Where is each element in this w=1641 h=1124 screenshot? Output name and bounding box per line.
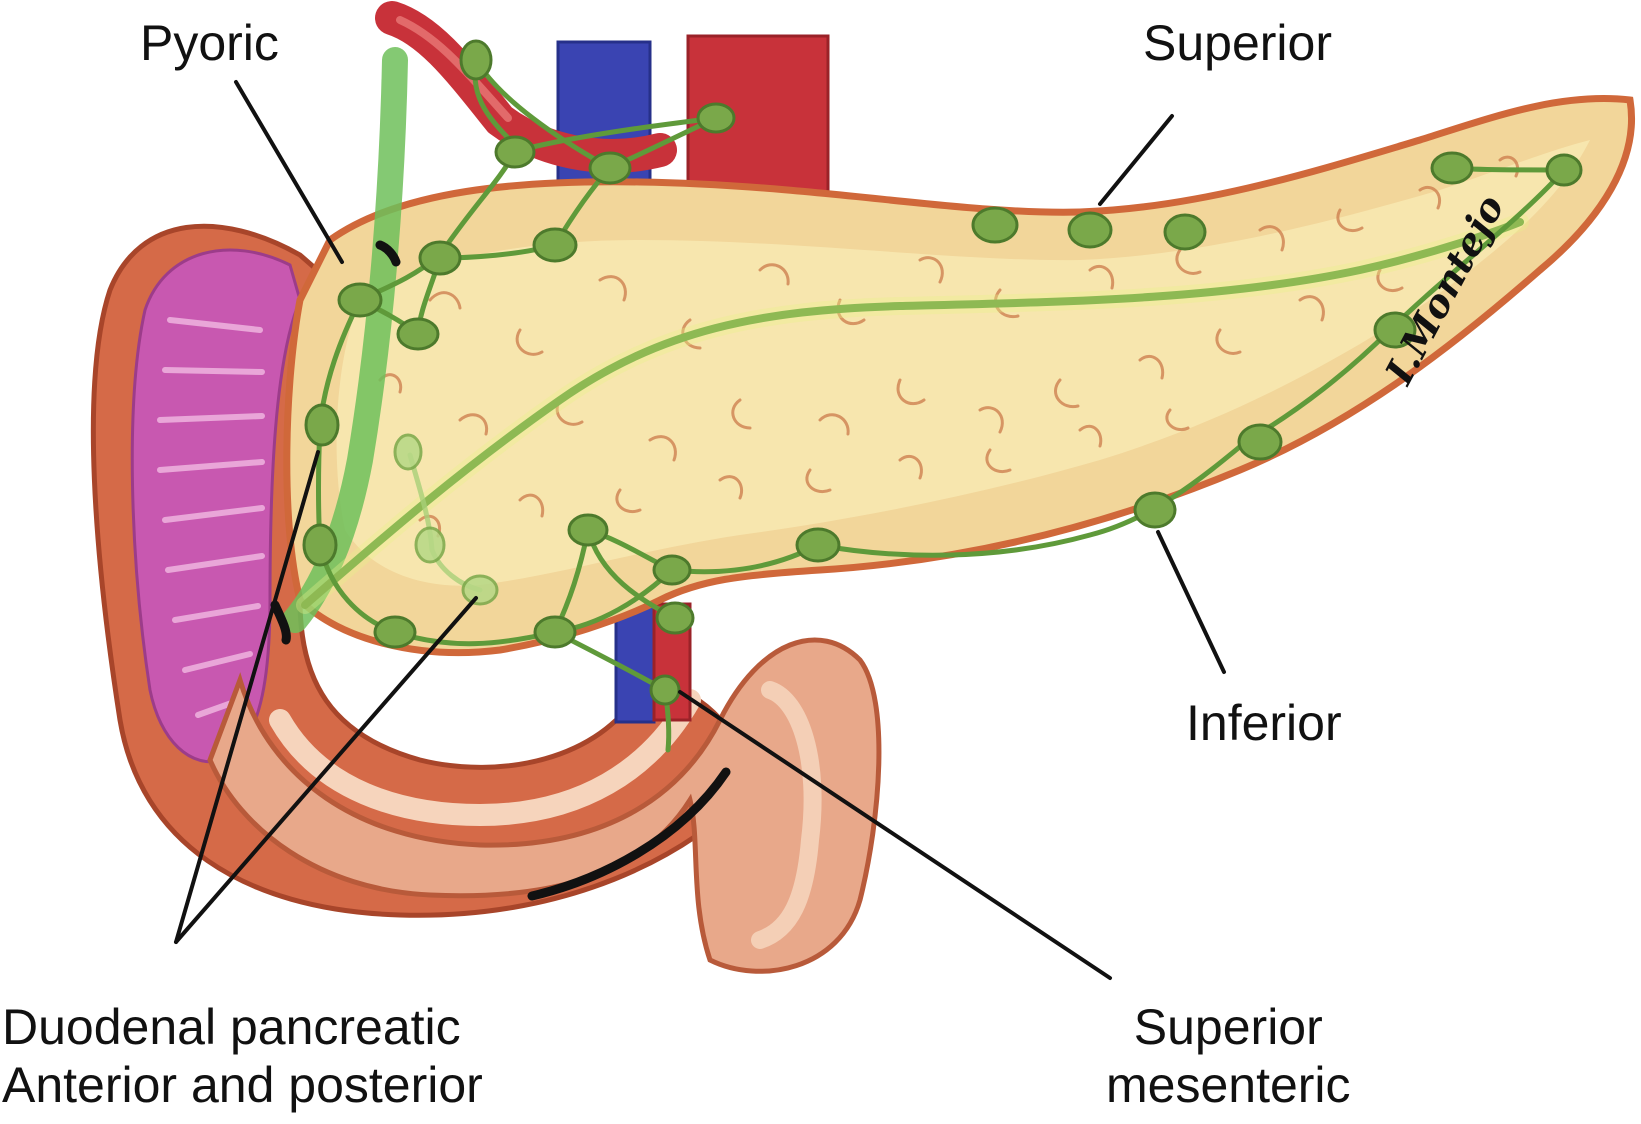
lymph-node-pyloric-4	[534, 229, 576, 261]
lymph-node-hepatic-2	[698, 104, 734, 132]
label-mesenteric-line-1: Superior	[1106, 998, 1351, 1056]
lymph-node-superior-1	[973, 208, 1017, 242]
lymph-node-pyloric-3	[420, 242, 460, 274]
lymph-node-anterior-1	[395, 435, 421, 469]
lymph-node-pyloric-6	[398, 319, 438, 349]
lymph-node-duodenal-2	[304, 525, 336, 565]
lymph-node-sm-5	[651, 676, 679, 704]
lymph-node-superior-2	[1069, 213, 1111, 247]
label-duodenal-line-2: Anterior and posterior	[2, 1056, 483, 1114]
lymph-node-sm-3	[654, 556, 690, 584]
lymph-node-superior-3	[1165, 215, 1205, 249]
lymph-node-duodenal-3	[375, 617, 415, 647]
lymph-node-anterior-2	[416, 528, 444, 562]
label-superior-text: Superior	[1143, 14, 1332, 72]
leader-superior	[1100, 116, 1172, 204]
lymph-node-pyloric-2	[590, 153, 630, 183]
label-superior-mesenteric: Superior mesenteric	[1106, 998, 1351, 1114]
lymph-node-pyloric-5	[339, 284, 381, 316]
lymph-node-hepatic-1	[461, 41, 491, 79]
label-duodenal-pancreatic: Duodenal pancreatic Anterior and posteri…	[2, 998, 483, 1114]
lymph-node-anterior-3	[463, 576, 497, 604]
label-pyoric: Pyoric	[140, 14, 279, 72]
lymph-node-inferior-1	[797, 529, 839, 561]
lymph-node-sm-1	[535, 617, 575, 647]
label-pyoric-text: Pyoric	[140, 14, 279, 72]
lymph-node-splenic-2	[1547, 155, 1581, 185]
lymph-node-inferior-3	[1239, 425, 1281, 459]
label-superior: Superior	[1143, 14, 1332, 72]
label-mesenteric-line-2: mesenteric	[1106, 1056, 1351, 1114]
lymph-node-pyloric-1	[496, 137, 534, 167]
lymph-node-sm-4	[657, 603, 693, 633]
lymph-node-sm-2	[569, 515, 607, 545]
lymph-node-splenic-1	[1432, 153, 1472, 183]
leader-inferior	[1158, 532, 1224, 672]
label-inferior-text: Inferior	[1186, 694, 1342, 752]
lymph-node-duodenal-1	[306, 405, 338, 445]
label-inferior: Inferior	[1186, 694, 1342, 752]
lymph-node-inferior-2	[1135, 493, 1175, 527]
label-duodenal-line-1: Duodenal pancreatic	[2, 998, 483, 1056]
